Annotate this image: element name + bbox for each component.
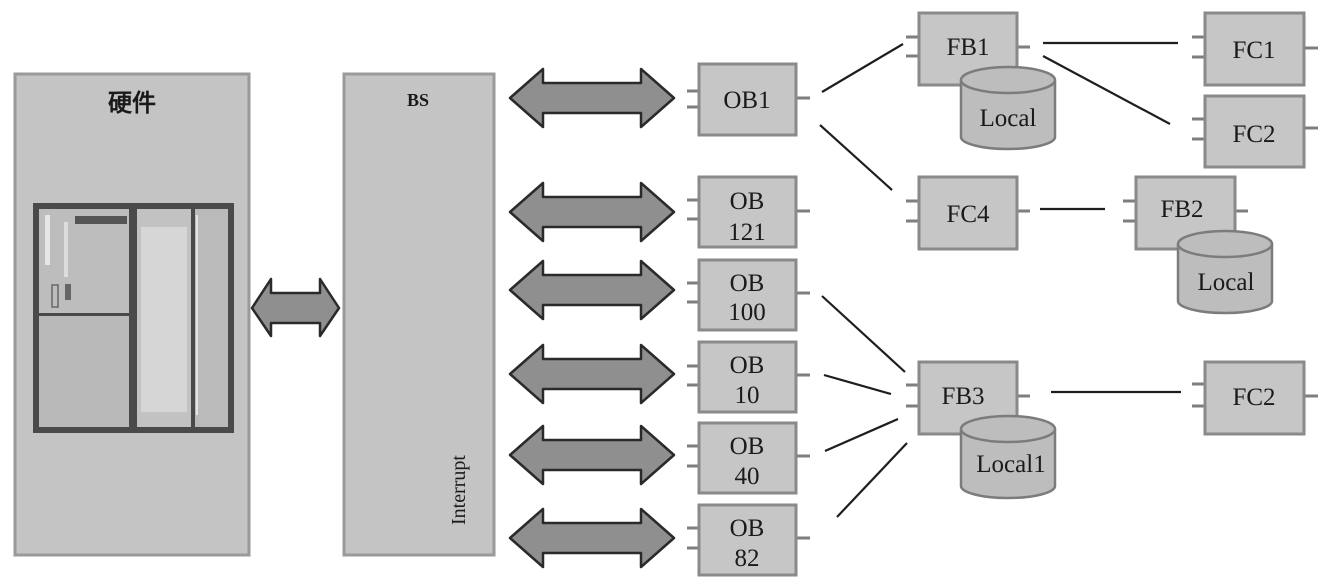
ob121-label-1: OB bbox=[730, 188, 765, 215]
hardware-panel: 硬件 bbox=[13, 72, 251, 557]
arrow-ob121 bbox=[508, 181, 676, 243]
ob40-label-2: 40 bbox=[735, 463, 760, 490]
ob-block-ob10[interactable]: OB 10 bbox=[687, 340, 810, 414]
fb1-local-label: Local bbox=[980, 105, 1037, 132]
link-ob10-fb3 bbox=[823, 373, 892, 396]
fb3-local-label: Local1 bbox=[976, 451, 1045, 478]
fb2-label: FB2 bbox=[1160, 196, 1203, 223]
arrow-ob82 bbox=[508, 507, 676, 569]
fc1-label: FC1 bbox=[1232, 37, 1275, 64]
arrow-ob10 bbox=[508, 343, 676, 405]
fc-block-fc2-bottom[interactable]: FC2 bbox=[1192, 360, 1318, 436]
hardware-title: 硬件 bbox=[108, 89, 156, 117]
fb1-label: FB1 bbox=[946, 34, 989, 61]
ob-block-ob40[interactable]: OB 40 bbox=[687, 421, 810, 495]
fc-block-fc4[interactable]: FC4 bbox=[906, 175, 1030, 251]
plc-hardware-icon bbox=[33, 203, 234, 433]
connection-lines bbox=[819, 41, 1181, 518]
ob-block-ob121[interactable]: OB 121 bbox=[687, 175, 810, 249]
local-store-fb1: Local bbox=[959, 65, 1057, 151]
ob-block-ob1[interactable]: OB1 bbox=[687, 62, 810, 137]
fb3-label: FB3 bbox=[941, 383, 984, 410]
ob82-label-2: 82 bbox=[735, 545, 760, 572]
os-panel: BS Interrupt bbox=[342, 72, 496, 557]
os-title: BS bbox=[407, 90, 429, 110]
interrupt-label: Interrupt bbox=[448, 455, 470, 525]
link-ob40-fb3 bbox=[824, 417, 899, 453]
arrow-ob1 bbox=[508, 67, 676, 129]
local-store-fb3: Local1 bbox=[959, 414, 1057, 500]
fb2-local-label: Local bbox=[1198, 269, 1255, 296]
ob121-label-2: 121 bbox=[728, 219, 766, 246]
fc2-bottom-label: FC2 bbox=[1232, 384, 1275, 411]
fc-block-fc1[interactable]: FC1 bbox=[1192, 11, 1318, 87]
link-ob1-fc4 bbox=[819, 124, 893, 191]
ob40-label-1: OB bbox=[730, 433, 765, 460]
fc-block-fc2-top[interactable]: FC2 bbox=[1192, 94, 1318, 169]
os-panel-box bbox=[342, 72, 496, 557]
link-ob100-fb3 bbox=[821, 295, 906, 373]
arrow-ob40 bbox=[508, 424, 676, 486]
ob10-label-2: 10 bbox=[735, 382, 760, 409]
os-ob-arrows bbox=[508, 67, 676, 569]
local-store-fb2: Local bbox=[1176, 229, 1274, 315]
ob82-label-1: OB bbox=[730, 515, 765, 542]
ob-block-ob100[interactable]: OB 100 bbox=[687, 258, 810, 332]
arrow-ob100 bbox=[508, 259, 676, 321]
link-ob1-fb1 bbox=[821, 43, 904, 93]
ob100-label-1: OB bbox=[730, 270, 765, 297]
ob1-label: OB1 bbox=[723, 87, 770, 114]
hardware-os-arrow bbox=[250, 277, 341, 338]
link-ob82-fb3 bbox=[836, 442, 908, 518]
ob-block-ob82[interactable]: OB 82 bbox=[687, 503, 810, 577]
ob10-label-1: OB bbox=[730, 352, 765, 379]
ob100-label-2: 100 bbox=[728, 299, 766, 326]
link-fb1-fc2-top bbox=[1042, 55, 1171, 125]
fc2-top-label: FC2 bbox=[1232, 121, 1275, 148]
fc4-label: FC4 bbox=[946, 201, 990, 228]
